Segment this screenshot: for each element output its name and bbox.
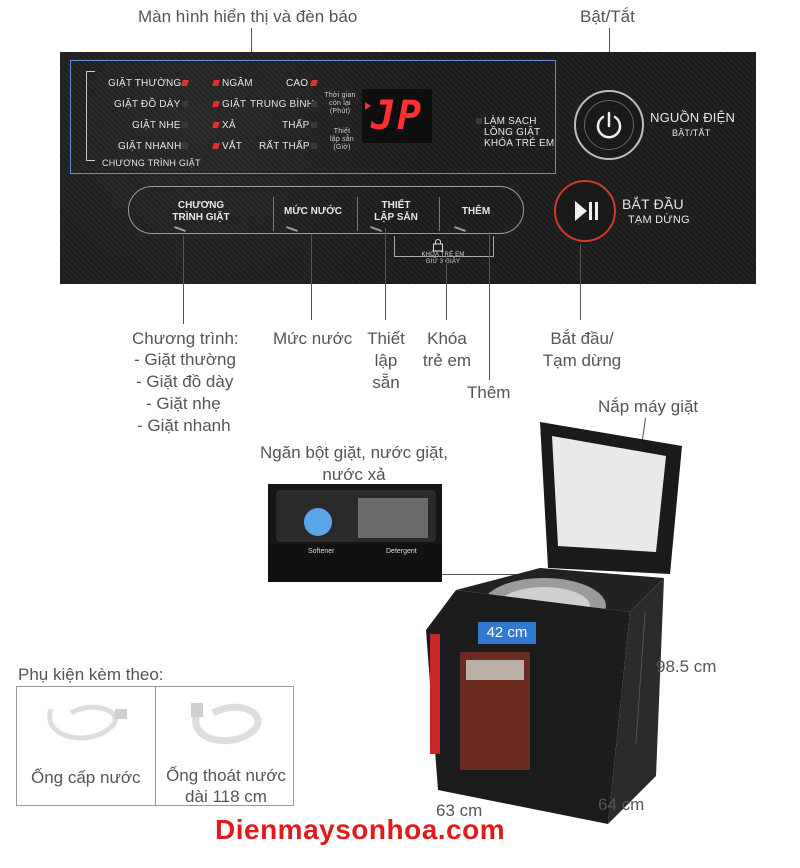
led-indicator (311, 101, 317, 107)
program-label: GIẶT NHANH (118, 141, 182, 152)
dispenser-photo: Softener Detergent (268, 484, 442, 582)
callout-program-item: - Giặt nhanh (137, 416, 231, 435)
drain-hose-label: Ống thoát nước dài 118 cm (166, 766, 286, 806)
callout-program-item: - Giặt nhẹ (146, 394, 221, 413)
callout-program-item: - Giặt đồ dày (136, 372, 234, 391)
level-label: CAO (286, 78, 309, 89)
child-lock-hint: KHÓA TRẺ EM GIỮ 3 GIÂY (421, 252, 465, 265)
washing-machine (420, 420, 690, 840)
level-label: TRUNG BÌNH (250, 99, 315, 110)
callout-width: 63 cm (436, 801, 483, 820)
detergent-label: Detergent (386, 548, 417, 555)
power-button-ring (584, 100, 634, 150)
child-lock-indicator-label: KHÓA TRẺ EM (484, 138, 555, 149)
power-icon (596, 111, 622, 139)
child-lock-bracket (394, 236, 494, 257)
leader-line (489, 232, 490, 380)
program-bracket (86, 71, 95, 161)
leader-line (446, 256, 447, 320)
start-pause-button[interactable] (554, 180, 616, 242)
divider (155, 687, 156, 805)
step-label: XẢ (222, 120, 236, 131)
divider (273, 197, 274, 231)
leader-line (385, 228, 386, 320)
callout-child-lock: Khóa trẻ em (422, 329, 472, 370)
softener-label: Softener (308, 548, 335, 555)
callout-water-level: Mức nước (273, 329, 353, 348)
callout-program-title: Chương trình: (132, 329, 239, 348)
divider (357, 197, 358, 231)
program-label: GIẶT NHẸ (132, 120, 181, 131)
leader-line (311, 234, 312, 320)
drain-hose-icon (191, 703, 262, 745)
dispenser-front (268, 544, 442, 582)
callout-display: Màn hình hiển thị và đèn báo (138, 7, 358, 26)
clean-tub-label: LÀM SẠCH LỒNG GIẶT (484, 116, 541, 138)
display-arrow-icon (365, 102, 371, 110)
program-label: GIẶT ĐỒ DÀY (114, 99, 181, 110)
detergent-compartment (358, 498, 428, 538)
preset-button[interactable]: THIẾT LẬP SẴN (374, 200, 418, 223)
step-label: VẮT (222, 141, 243, 152)
softener-cap (304, 508, 332, 536)
callout-preset: Thiết lập sẵn (367, 329, 405, 392)
display-indicator-area (70, 60, 556, 174)
power-subtitle: BẬT/TẮT (672, 128, 711, 138)
leader-line (183, 236, 184, 324)
led-indicator (311, 143, 317, 149)
led-indicator (311, 122, 317, 128)
drum-diameter-badge: 42 cm (478, 622, 536, 644)
step-label: NGÂM (222, 78, 253, 89)
led-indicator (182, 122, 188, 128)
preset-time-label: Thiết lập sẵn (Giờ) (330, 128, 354, 151)
callout-lid: Nắp máy giặt (598, 397, 699, 416)
level-label: THẤP (282, 120, 310, 131)
power-title: NGUỒN ĐIỆN (650, 110, 736, 125)
extra-button[interactable]: THÊM (461, 206, 491, 217)
programs-caption: CHƯƠNG TRÌNH GIẶT (102, 158, 201, 168)
leader-line (442, 574, 548, 575)
digital-display: JP (362, 89, 432, 143)
start-title: BẮT ĐẦU (622, 196, 684, 212)
level-label: RẤT THẤP (259, 141, 310, 152)
start-subtitle: TẠM DỪNG (628, 214, 690, 226)
inlet-hose-icon (47, 704, 127, 741)
control-panel: GIẶT THƯỜNG GIẶT ĐỒ DÀY GIẶT NHẸ GIẶT NH… (60, 52, 756, 284)
power-button[interactable] (574, 90, 644, 160)
leader-line (251, 28, 252, 60)
callout-height: 98.5 cm (656, 657, 717, 676)
accessories-title: Phụ kiện kèm theo: (18, 665, 164, 684)
time-left-label: Thời gian còn lại (Phút) (324, 92, 356, 115)
accessories-box: Ống cấp nước Ống thoát nước dài 118 cm (16, 686, 294, 806)
divider (439, 197, 440, 231)
callout-power: Bật/Tắt (580, 7, 635, 26)
callout-extra: Thêm (467, 383, 511, 402)
led-indicator (476, 118, 482, 124)
leader-line (580, 244, 581, 320)
washing-machine-illustration (426, 422, 682, 824)
lock-icon (433, 239, 443, 252)
inlet-hose-label: Ống cấp nước (31, 768, 141, 787)
step-label: GIẶT (222, 99, 247, 110)
led-indicator (182, 143, 188, 149)
brand-watermark: Dienmaysonhoa.com (215, 814, 506, 845)
callout-dispenser: Ngăn bột giặt, nước giặt, nước xả (260, 443, 448, 484)
play-pause-icon (575, 201, 598, 221)
control-button-strip (128, 186, 524, 234)
led-indicator (182, 101, 188, 107)
program-label: GIẶT THƯỜNG (108, 78, 182, 89)
water-level-button[interactable]: MỨC NƯỚC (284, 206, 342, 217)
program-button[interactable]: CHƯƠNG TRÌNH GIẶT (172, 200, 230, 223)
callout-start-pause: Bắt đầu/ Tạm dừng (542, 329, 622, 370)
callout-depth: 64 cm (598, 795, 645, 814)
callout-program-item: - Giặt thường (134, 350, 236, 369)
